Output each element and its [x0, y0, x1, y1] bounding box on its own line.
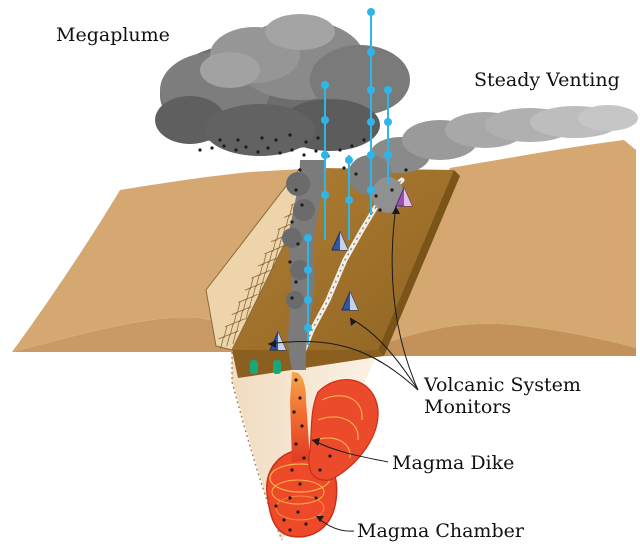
rift-floor-front — [232, 350, 384, 378]
magma-dike — [290, 371, 379, 481]
monitors-label-line-2: Monitors — [424, 395, 512, 418]
volcanic-system-monitors-label: Volcanic System Monitors — [424, 374, 581, 419]
pyramid-monitor-icon — [331, 230, 349, 251]
pyramid-monitor-icon — [395, 186, 413, 207]
steady-venting-plume — [348, 105, 638, 213]
rift-floor-right-wall — [378, 170, 460, 356]
leader-lines — [267, 205, 419, 532]
float-buoys — [304, 8, 392, 332]
crust-cut-edge — [231, 352, 283, 541]
monitors-label-line-1: Volcanic System — [424, 374, 581, 396]
leader-arrowheads — [268, 206, 400, 522]
eruption-fissure-texture — [295, 179, 403, 371]
magma-chamber-label: Magma Chamber — [357, 520, 524, 542]
seafloor-left — [12, 317, 232, 352]
seafloor-sensor-icon — [250, 360, 281, 374]
pyramid-monitor-icon — [341, 290, 359, 311]
steady-venting-label: Steady Venting — [474, 69, 620, 91]
seafloor-left-top — [12, 168, 320, 352]
magma-particles — [274, 378, 332, 532]
magma-dike-label: Magma Dike — [392, 452, 515, 474]
megaplume-label: Megaplume — [56, 24, 170, 46]
seafloor-right-front — [378, 323, 636, 356]
